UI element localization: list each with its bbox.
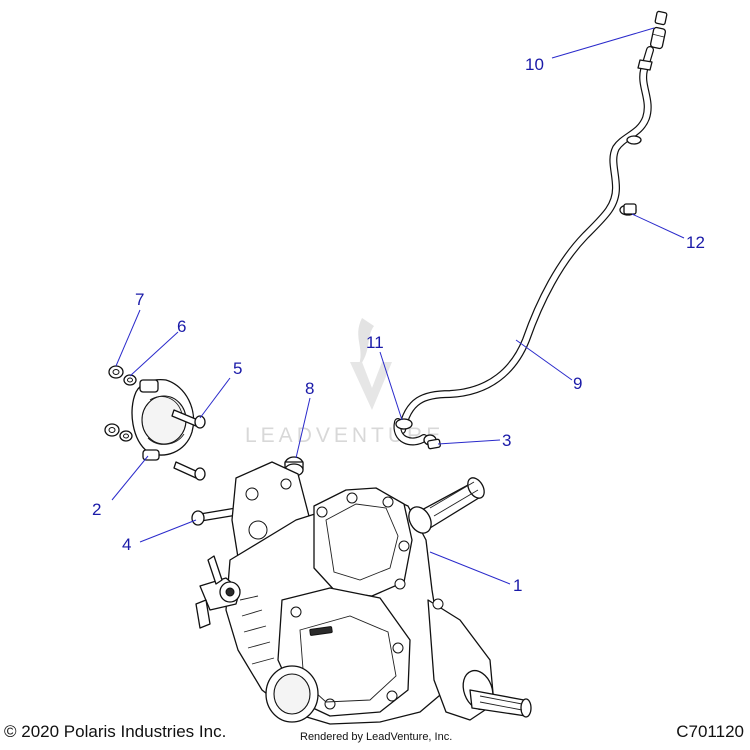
nuts-and-washers [104,365,137,442]
actuator-bolt-lower [173,461,206,481]
callout-labels: 1 2 3 4 5 6 7 8 9 10 11 12 [92,55,705,595]
callout-3: 3 [502,431,511,450]
leader-11 [379,351,403,421]
leader-6 [129,331,179,377]
mounting-bolt [191,507,238,526]
copyright-text: © 2020 Polaris Industries Inc. [4,722,227,741]
hose-top-fitting [637,10,668,71]
leader-10 [551,27,655,59]
breather-fitting [427,438,441,450]
leader-12 [631,213,685,239]
leader-3 [437,439,501,445]
diagram-code: C701120 [676,722,744,741]
leader-8 [295,397,311,459]
leader-5 [199,377,231,419]
leader-4 [139,519,197,543]
leader-lines [111,27,685,585]
callout-4: 4 [122,535,131,554]
callout-9: 9 [573,374,582,393]
shift-actuator-cover [131,378,195,461]
leader-2 [111,455,149,501]
callout-2: 2 [92,500,101,519]
callout-1: 1 [513,576,522,595]
transmission-assembly [195,461,532,725]
leadventure-watermark: LEADVENTURE [245,318,444,447]
callout-5: 5 [233,359,242,378]
actuator-bolt [171,409,206,429]
watermark-text: LEADVENTURE [245,424,444,447]
rendered-by-text: Rendered by LeadVenture, Inc. [300,731,453,743]
vent-hose [393,46,654,446]
leader-7 [115,309,141,367]
callout-12: 12 [686,233,705,252]
leader-1 [429,551,511,585]
callout-6: 6 [177,317,186,336]
hose-clamp [619,135,642,216]
callout-10: 10 [525,55,544,74]
callout-11: 11 [366,333,384,352]
callout-8: 8 [305,379,314,398]
callout-7: 7 [135,290,144,309]
drain-plug [284,456,304,477]
leader-9 [515,339,573,381]
